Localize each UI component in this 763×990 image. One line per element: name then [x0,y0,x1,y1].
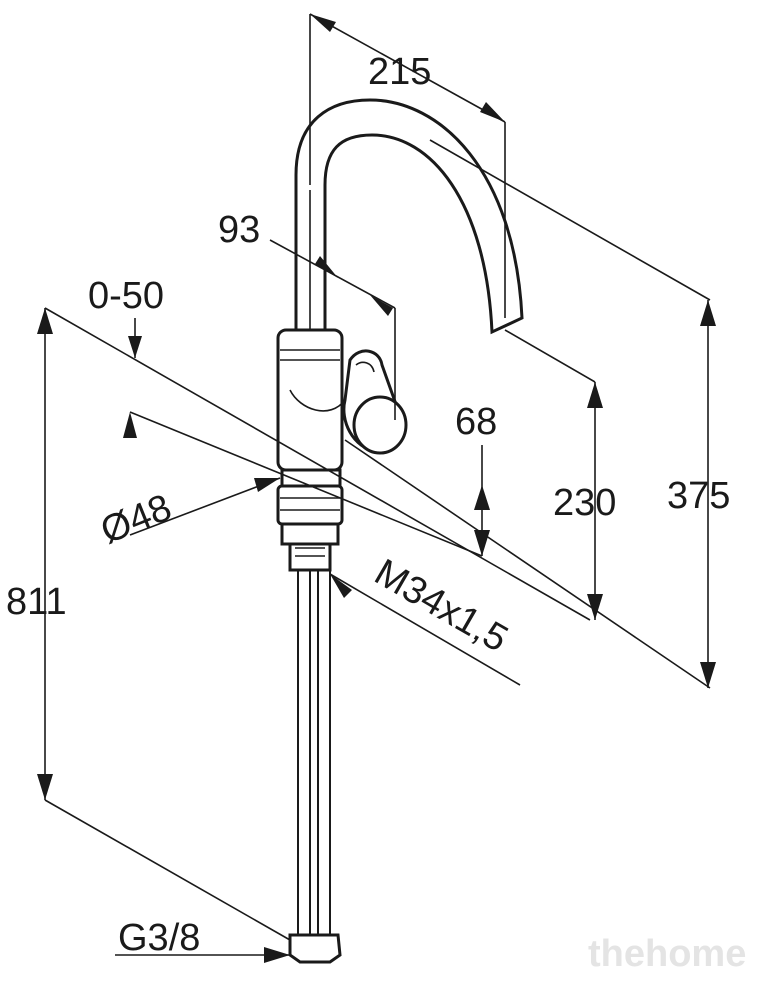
dim-thread-label: M34x1,5 [368,551,515,660]
dim-swivel-range-label: 0-50 [88,275,164,317]
dim-overall-height-label: 811 [6,581,67,623]
dim-total-above-deck-label: 375 [667,475,730,517]
faucet-spout [294,98,524,337]
dim-spout-clearance-label: 230 [553,482,616,524]
watermark-text: thehome [588,933,746,975]
dim-handle-height-label: 68 [455,401,497,443]
dim-base-diameter-label: Ø48 [95,487,177,553]
dim-lever-offset-label: 93 [218,209,260,251]
supply-hoses [288,570,342,964]
faucet-lever-handle [342,349,408,455]
dim-reach-label: 215 [368,51,431,93]
dimension-lines [37,13,716,963]
dim-hose-connection-label: G3/8 [118,917,200,959]
faucet-body [276,328,346,472]
mounting-base [276,468,344,572]
